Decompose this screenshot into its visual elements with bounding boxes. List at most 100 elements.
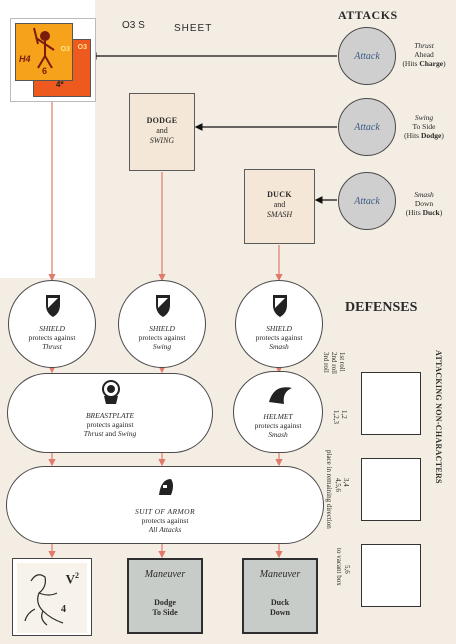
duck-smash-box[interactable]: DUCK and SMASH <box>244 169 315 244</box>
roll-second-label: 2nd roll <box>330 352 338 374</box>
attack-smash-line1: Smash <box>414 190 434 199</box>
maneuver-dodge-line1: Dodge <box>154 598 176 607</box>
attack-thrust-line1: Thrust <box>414 41 434 50</box>
breastplate-line3: Thrust and Swing <box>8 429 212 438</box>
roll-third-label: 3rd roll <box>322 352 330 373</box>
duck-smash-line1: DUCK <box>267 190 292 199</box>
attack-thrust-line3: (Hits Charge) <box>394 59 454 68</box>
defenses-heading: DEFENSES <box>345 300 418 315</box>
header-title: SHEET <box>174 23 213 34</box>
roll-first-label: 1st roll <box>338 352 346 372</box>
attack-smash-circle[interactable]: Attack <box>338 172 396 230</box>
helmet-icon <box>269 387 292 404</box>
shield-swing-line2: protects against <box>138 333 186 342</box>
breastplate-line3b: and <box>103 429 118 438</box>
shield-smash-line2: protects against <box>255 333 303 342</box>
attack-swing-hits: Dodge <box>420 131 442 140</box>
box2-roll-a: 3,4 <box>342 478 350 487</box>
counter-front-code: O3 <box>60 46 70 53</box>
attack-smash-hits-suffix: ) <box>439 208 443 217</box>
suit-of-armor-pill[interactable]: SUIT OF ARMOR protects against All Attac… <box>6 466 324 544</box>
breastplate-icon <box>102 380 120 404</box>
shield-swing-line3: Swing <box>152 342 172 351</box>
attack-smash-line3: (Hits Duck) <box>394 208 454 217</box>
attack-thrust-hits-prefix: (Hits <box>402 59 420 68</box>
attack-thrust-label: Attack <box>354 50 380 62</box>
attack-swing-line2: To Side <box>412 122 436 131</box>
shield-thrust-line1: SHIELD <box>39 324 65 333</box>
creature-value: 4 <box>61 604 66 615</box>
shield-icon <box>156 295 170 317</box>
attack-thrust-circle[interactable]: Attack <box>338 27 396 85</box>
shield-swing-line1: SHIELD <box>149 324 175 333</box>
attack-smash-line2: Down <box>414 199 434 208</box>
box1-roll-b: 1,2,3 <box>332 410 340 424</box>
attack-box-1[interactable] <box>361 372 421 435</box>
shield-swing-circle[interactable]: SHIELD protects against Swing <box>118 280 206 368</box>
creature-code-sup: 2 <box>75 571 79 580</box>
shield-icon <box>46 295 60 317</box>
breastplate-pill[interactable]: BREASTPLATE protects against Thrust and … <box>7 373 213 453</box>
suit-of-armor-line2: protects against <box>141 516 189 525</box>
attack-thrust-line2: Ahead <box>414 50 434 59</box>
maneuver-duck-counter[interactable]: Maneuver Duck Down <box>242 558 318 634</box>
attack-thrust-hits-suffix: ) <box>443 59 446 68</box>
breastplate-line3a: Thrust <box>83 429 104 438</box>
suit-of-armor-line1: SUIT OF ARMOR <box>135 507 195 516</box>
box3-note: to vacant box <box>335 548 343 586</box>
suit-of-armor-line3: All Attacks <box>148 525 182 534</box>
attack-swing-line1: Swing <box>414 113 434 122</box>
helmet-circle[interactable]: HELMET protects against Smash <box>233 371 323 453</box>
character-counter-front[interactable]: O3 H4 6 <box>15 23 73 81</box>
duck-smash-line2: and <box>273 200 286 209</box>
attack-smash-note: Smash Down (Hits Duck) <box>394 190 454 217</box>
helmet-line1: HELMET <box>263 412 293 421</box>
maneuver-duck-title: Maneuver <box>259 569 301 580</box>
attack-swing-hits-suffix: ) <box>441 131 444 140</box>
breastplate-line2: protects against <box>86 420 134 429</box>
helmet-line2: protects against <box>254 421 302 430</box>
dodge-swing-box[interactable]: DODGE and SWING <box>129 93 195 171</box>
attack-box-3[interactable] <box>361 544 421 607</box>
box2-roll-b: 4,5,6 <box>334 478 342 492</box>
attack-smash-hits-prefix: (Hits <box>405 208 423 217</box>
dodge-swing-line3: SWING <box>149 136 175 145</box>
attack-smash-hits: Duck <box>422 208 440 217</box>
header-code: O3 S <box>122 20 145 31</box>
attack-swing-label: Attack <box>354 121 380 133</box>
maneuver-duck-line1: Duck <box>270 598 290 607</box>
character-counter-stack[interactable]: O3 4* O3 H4 6 <box>10 18 96 102</box>
duck-smash-line3: SMASH <box>266 210 293 219</box>
attack-swing-line3: (Hits Dodge) <box>394 131 454 140</box>
creature-code-letter: V <box>65 571 75 587</box>
maneuver-duck-line2: Down <box>269 608 290 617</box>
attack-box-2[interactable] <box>361 458 421 521</box>
maneuver-dodge-counter[interactable]: Maneuver Dodge To Side <box>127 558 203 634</box>
attacking-noncharacters-label: ATTACKING NON-CHARACTERS <box>434 350 443 484</box>
counter-back-stat: 4* <box>56 80 64 89</box>
attack-swing-hits-prefix: (Hits <box>404 131 421 140</box>
shield-smash-line3: Smash <box>269 342 289 351</box>
shield-thrust-circle[interactable]: SHIELD protects against Thrust <box>8 280 96 368</box>
counter-back-code: O3 <box>77 44 87 51</box>
shield-smash-line1: SHIELD <box>266 324 292 333</box>
breastplate-line1: BREASTPLATE <box>85 411 135 420</box>
counter-front-bottom: 6 <box>42 66 48 76</box>
attack-thrust-hits: Charge <box>419 59 444 68</box>
attack-swing-circle[interactable]: Attack <box>338 98 396 156</box>
creature-counter[interactable]: V2 4 <box>12 558 92 636</box>
attack-swing-note: Swing To Side (Hits Dodge) <box>394 113 454 140</box>
box1-roll-a: 1,2 <box>340 410 348 419</box>
creature-code: V2 <box>65 571 79 587</box>
warrior-figure-icon <box>33 27 55 69</box>
attack-thrust-note: Thrust Ahead (Hits Charge) <box>394 41 454 68</box>
box3-roll-a: 5,6 <box>343 565 351 574</box>
attack-smash-label: Attack <box>354 195 380 207</box>
shield-smash-circle[interactable]: SHIELD protects against Smash <box>235 280 323 368</box>
maneuver-dodge-title: Maneuver <box>144 569 186 580</box>
creature-figure-icon <box>24 574 64 626</box>
shield-icon <box>273 295 287 317</box>
attacks-heading: ATTACKS <box>338 8 398 22</box>
